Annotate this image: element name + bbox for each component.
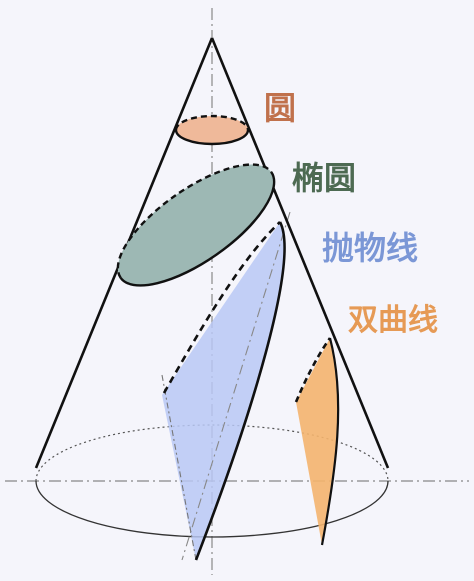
circle-label: 圆 — [264, 89, 297, 127]
parabola-axis-dashdot — [181, 211, 291, 561]
parabola-label: 抛物线 — [322, 229, 419, 267]
parabola-section — [162, 222, 285, 560]
circle-section-front-edge — [174, 129, 250, 146]
base-ellipse-front — [35, 480, 389, 538]
ellipse-label: 椭圆 — [292, 159, 357, 197]
ellipse-section-front-edge — [119, 171, 276, 287]
circle-section-back-edge — [174, 114, 250, 131]
hyperbola-section — [296, 338, 339, 545]
ellipse-section-back-edge — [116, 163, 273, 279]
parabola-hidden-edge — [161, 374, 197, 561]
parabola-front-edge — [194, 221, 286, 561]
hyperbola-label: 双曲线 — [348, 303, 438, 338]
ellipse-section — [117, 164, 275, 286]
parabola-curve-hidden — [162, 221, 281, 394]
cone-right-edge — [210, 37, 390, 469]
circle-section — [176, 116, 248, 144]
hyperbola-front-edge — [320, 337, 340, 546]
